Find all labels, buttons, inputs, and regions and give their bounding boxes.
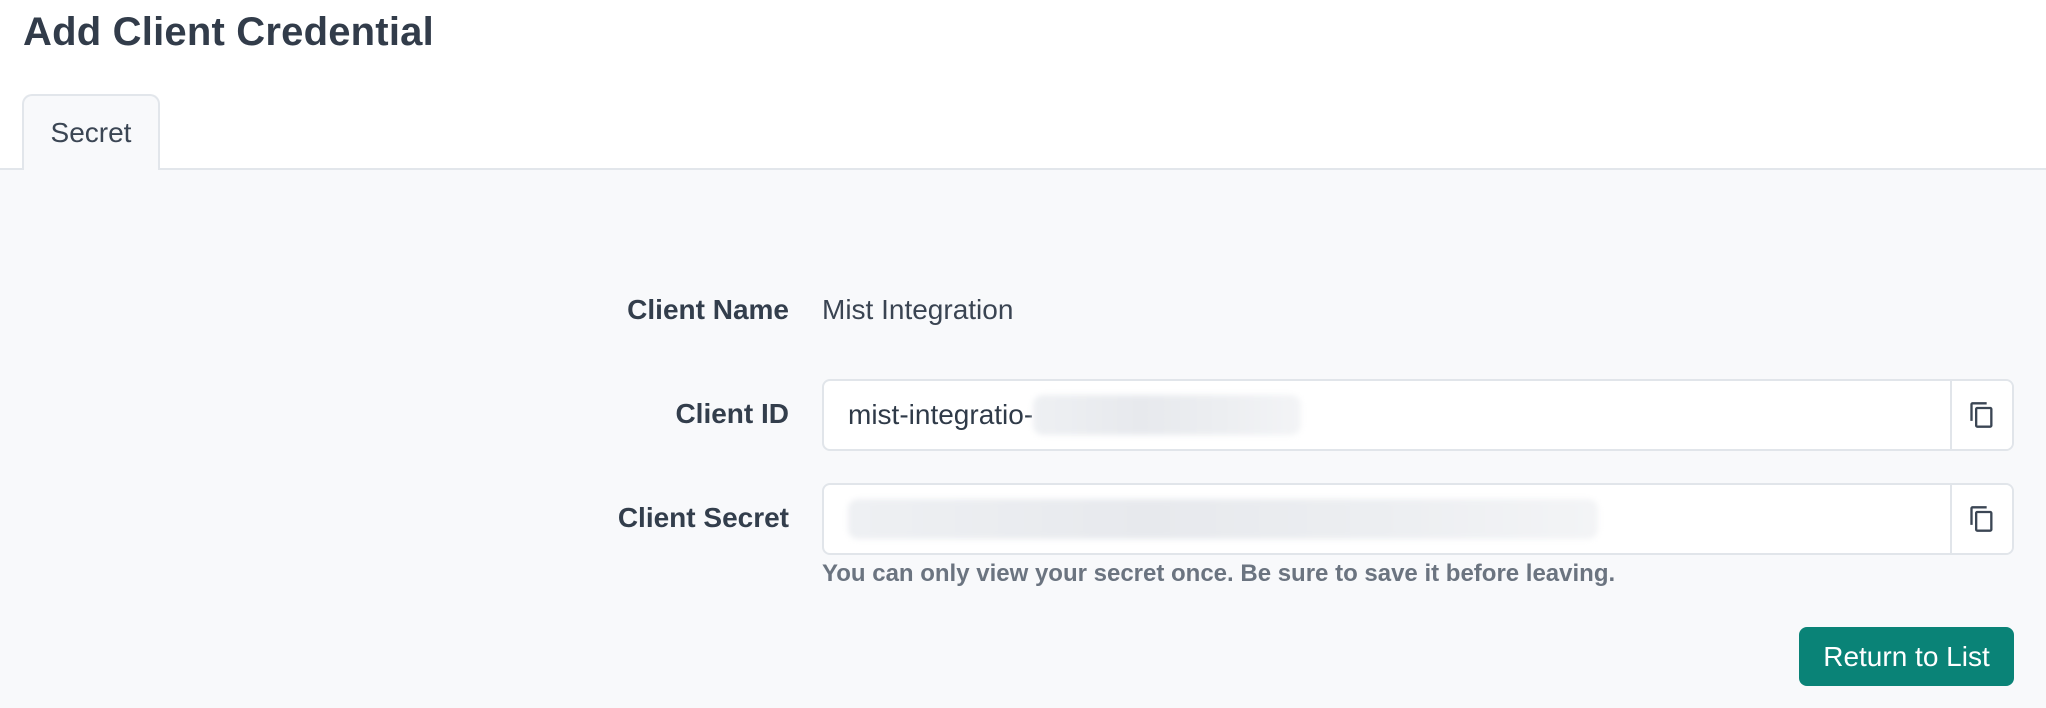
copy-icon: [1970, 402, 1993, 428]
client-id-field[interactable]: mist-integratio-: [824, 381, 1950, 449]
return-to-list-button[interactable]: Return to List: [1799, 627, 2014, 686]
tab-bar: Secret: [0, 94, 2046, 172]
client-id-input-group: mist-integratio-: [822, 379, 2014, 451]
client-secret-redacted: [848, 499, 1598, 539]
secret-help-text: You can only view your secret once. Be s…: [822, 560, 1616, 587]
client-secret-input-group: [822, 483, 2014, 555]
copy-client-secret-button[interactable]: [1950, 485, 2012, 553]
credential-panel: Client Name Mist Integration Client ID m…: [0, 170, 2046, 708]
client-id-redacted: [1033, 395, 1302, 435]
copy-icon: [1970, 506, 1993, 532]
client-secret-label: Client Secret: [617, 502, 789, 533]
copy-client-id-button[interactable]: [1950, 381, 2012, 449]
client-name-value: Mist Integration: [822, 294, 1014, 325]
client-name-label: Client Name: [627, 294, 789, 325]
client-id-value: mist-integratio-: [848, 399, 1034, 430]
tab-secret[interactable]: Secret: [22, 94, 160, 172]
client-id-label: Client ID: [675, 398, 789, 429]
client-secret-field[interactable]: [824, 485, 1950, 553]
page-title: Add Client Credential: [23, 10, 434, 54]
